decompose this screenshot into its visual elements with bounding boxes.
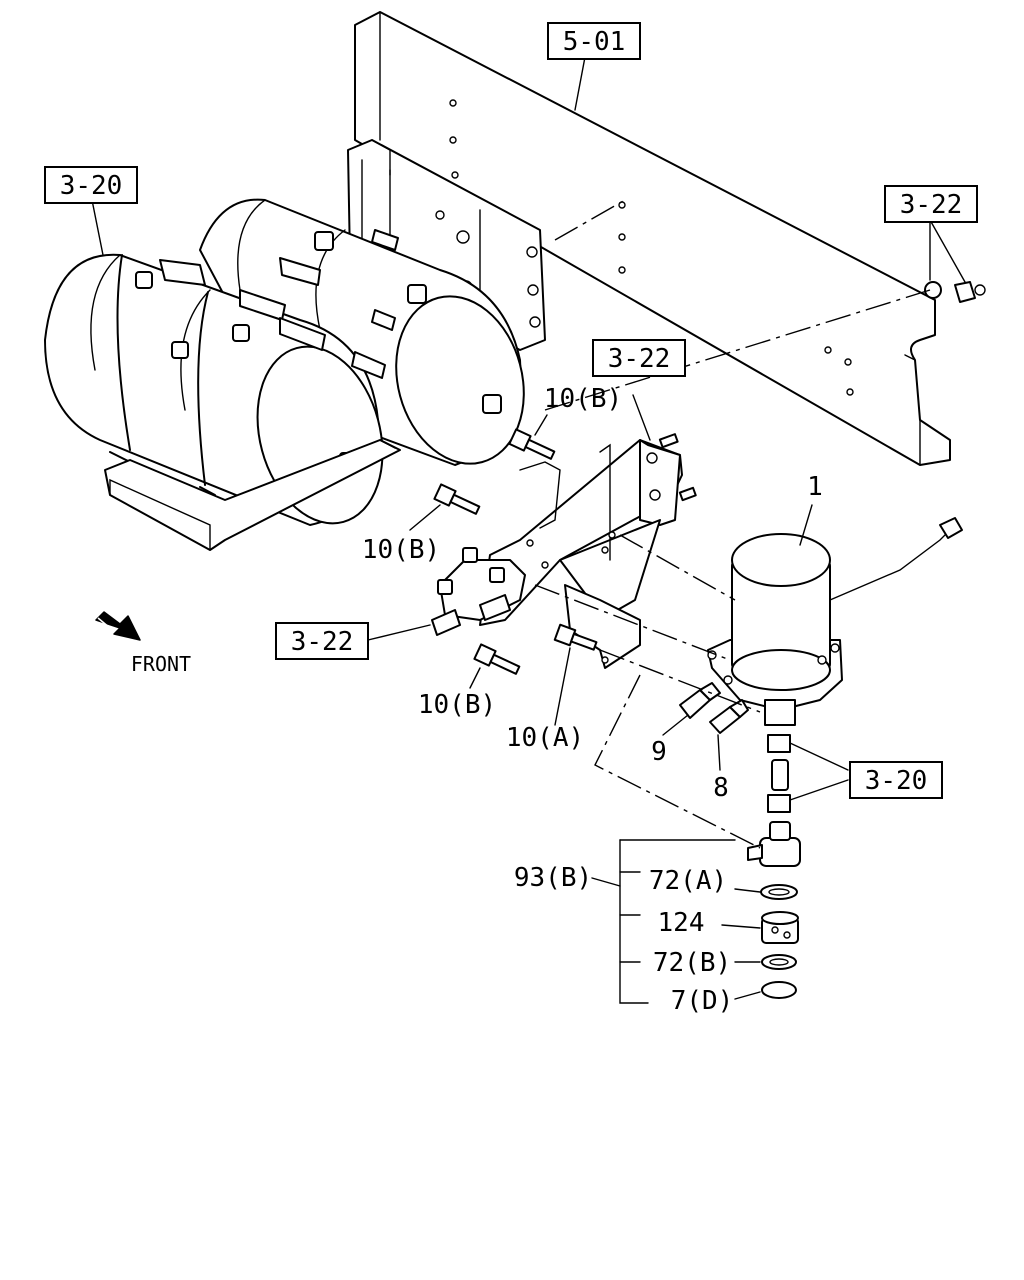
- ref-box-3-20-top[interactable]: 3-20: [44, 166, 138, 204]
- tank-mount-bracket: [347, 139, 546, 351]
- callout-10a: 10(A): [506, 723, 584, 753]
- ref-3-22-right-label: 3-22: [900, 190, 963, 220]
- snap-ring-7d: [761, 981, 797, 999]
- callout-124: 124: [658, 908, 705, 938]
- ref-box-3-22-left[interactable]: 3-22: [275, 622, 369, 660]
- leader-lines: [91, 56, 966, 1004]
- dryer-mount-bracket: [479, 439, 683, 669]
- callout-10b-mid: 10(B): [362, 535, 440, 565]
- ref-3-20-top-label: 3-20: [60, 171, 123, 201]
- callout-10b-top: 10(B): [544, 384, 622, 414]
- centerlines: [534, 199, 931, 849]
- front-arrow-icon: [95, 611, 141, 641]
- ref-box-5-01[interactable]: 5-01: [547, 22, 641, 60]
- ref-box-3-22-right[interactable]: 3-22: [884, 185, 978, 223]
- bolts: [433, 428, 697, 675]
- callout-72a: 72(A): [649, 866, 727, 896]
- ref-box-3-22-mid[interactable]: 3-22: [592, 339, 686, 377]
- air-dryer: [707, 517, 963, 726]
- tank-fittings: [135, 229, 502, 472]
- filter-124: [761, 911, 799, 944]
- ref-3-22-mid-label: 3-22: [608, 344, 671, 374]
- seal-72a: [760, 884, 798, 900]
- valve-assembly: [431, 547, 526, 636]
- lower-fittings: [767, 734, 791, 813]
- seal-72b: [761, 954, 797, 970]
- callout-9: 9: [651, 737, 667, 767]
- callout-7d: 7(D): [671, 986, 734, 1016]
- callout-8: 8: [713, 773, 729, 803]
- callout-1: 1: [807, 472, 823, 502]
- callout-10b-low: 10(B): [418, 690, 496, 720]
- fitting-9: [679, 682, 721, 719]
- callout-72b: 72(B): [653, 948, 731, 978]
- tank-cradle: [104, 439, 401, 551]
- filter-housing: [747, 821, 801, 867]
- frame-rail: [354, 11, 951, 466]
- ref-3-20-bottom-label: 3-20: [865, 766, 928, 796]
- ref-box-3-20-bottom[interactable]: 3-20: [849, 761, 943, 799]
- callout-93b: 93(B): [514, 863, 592, 893]
- front-label: FRONT: [131, 652, 191, 676]
- frame-bolt-washer: [924, 281, 986, 303]
- ref-3-22-left-label: 3-22: [291, 627, 354, 657]
- ref-5-01-label: 5-01: [563, 27, 626, 57]
- fitting-8: [709, 699, 749, 734]
